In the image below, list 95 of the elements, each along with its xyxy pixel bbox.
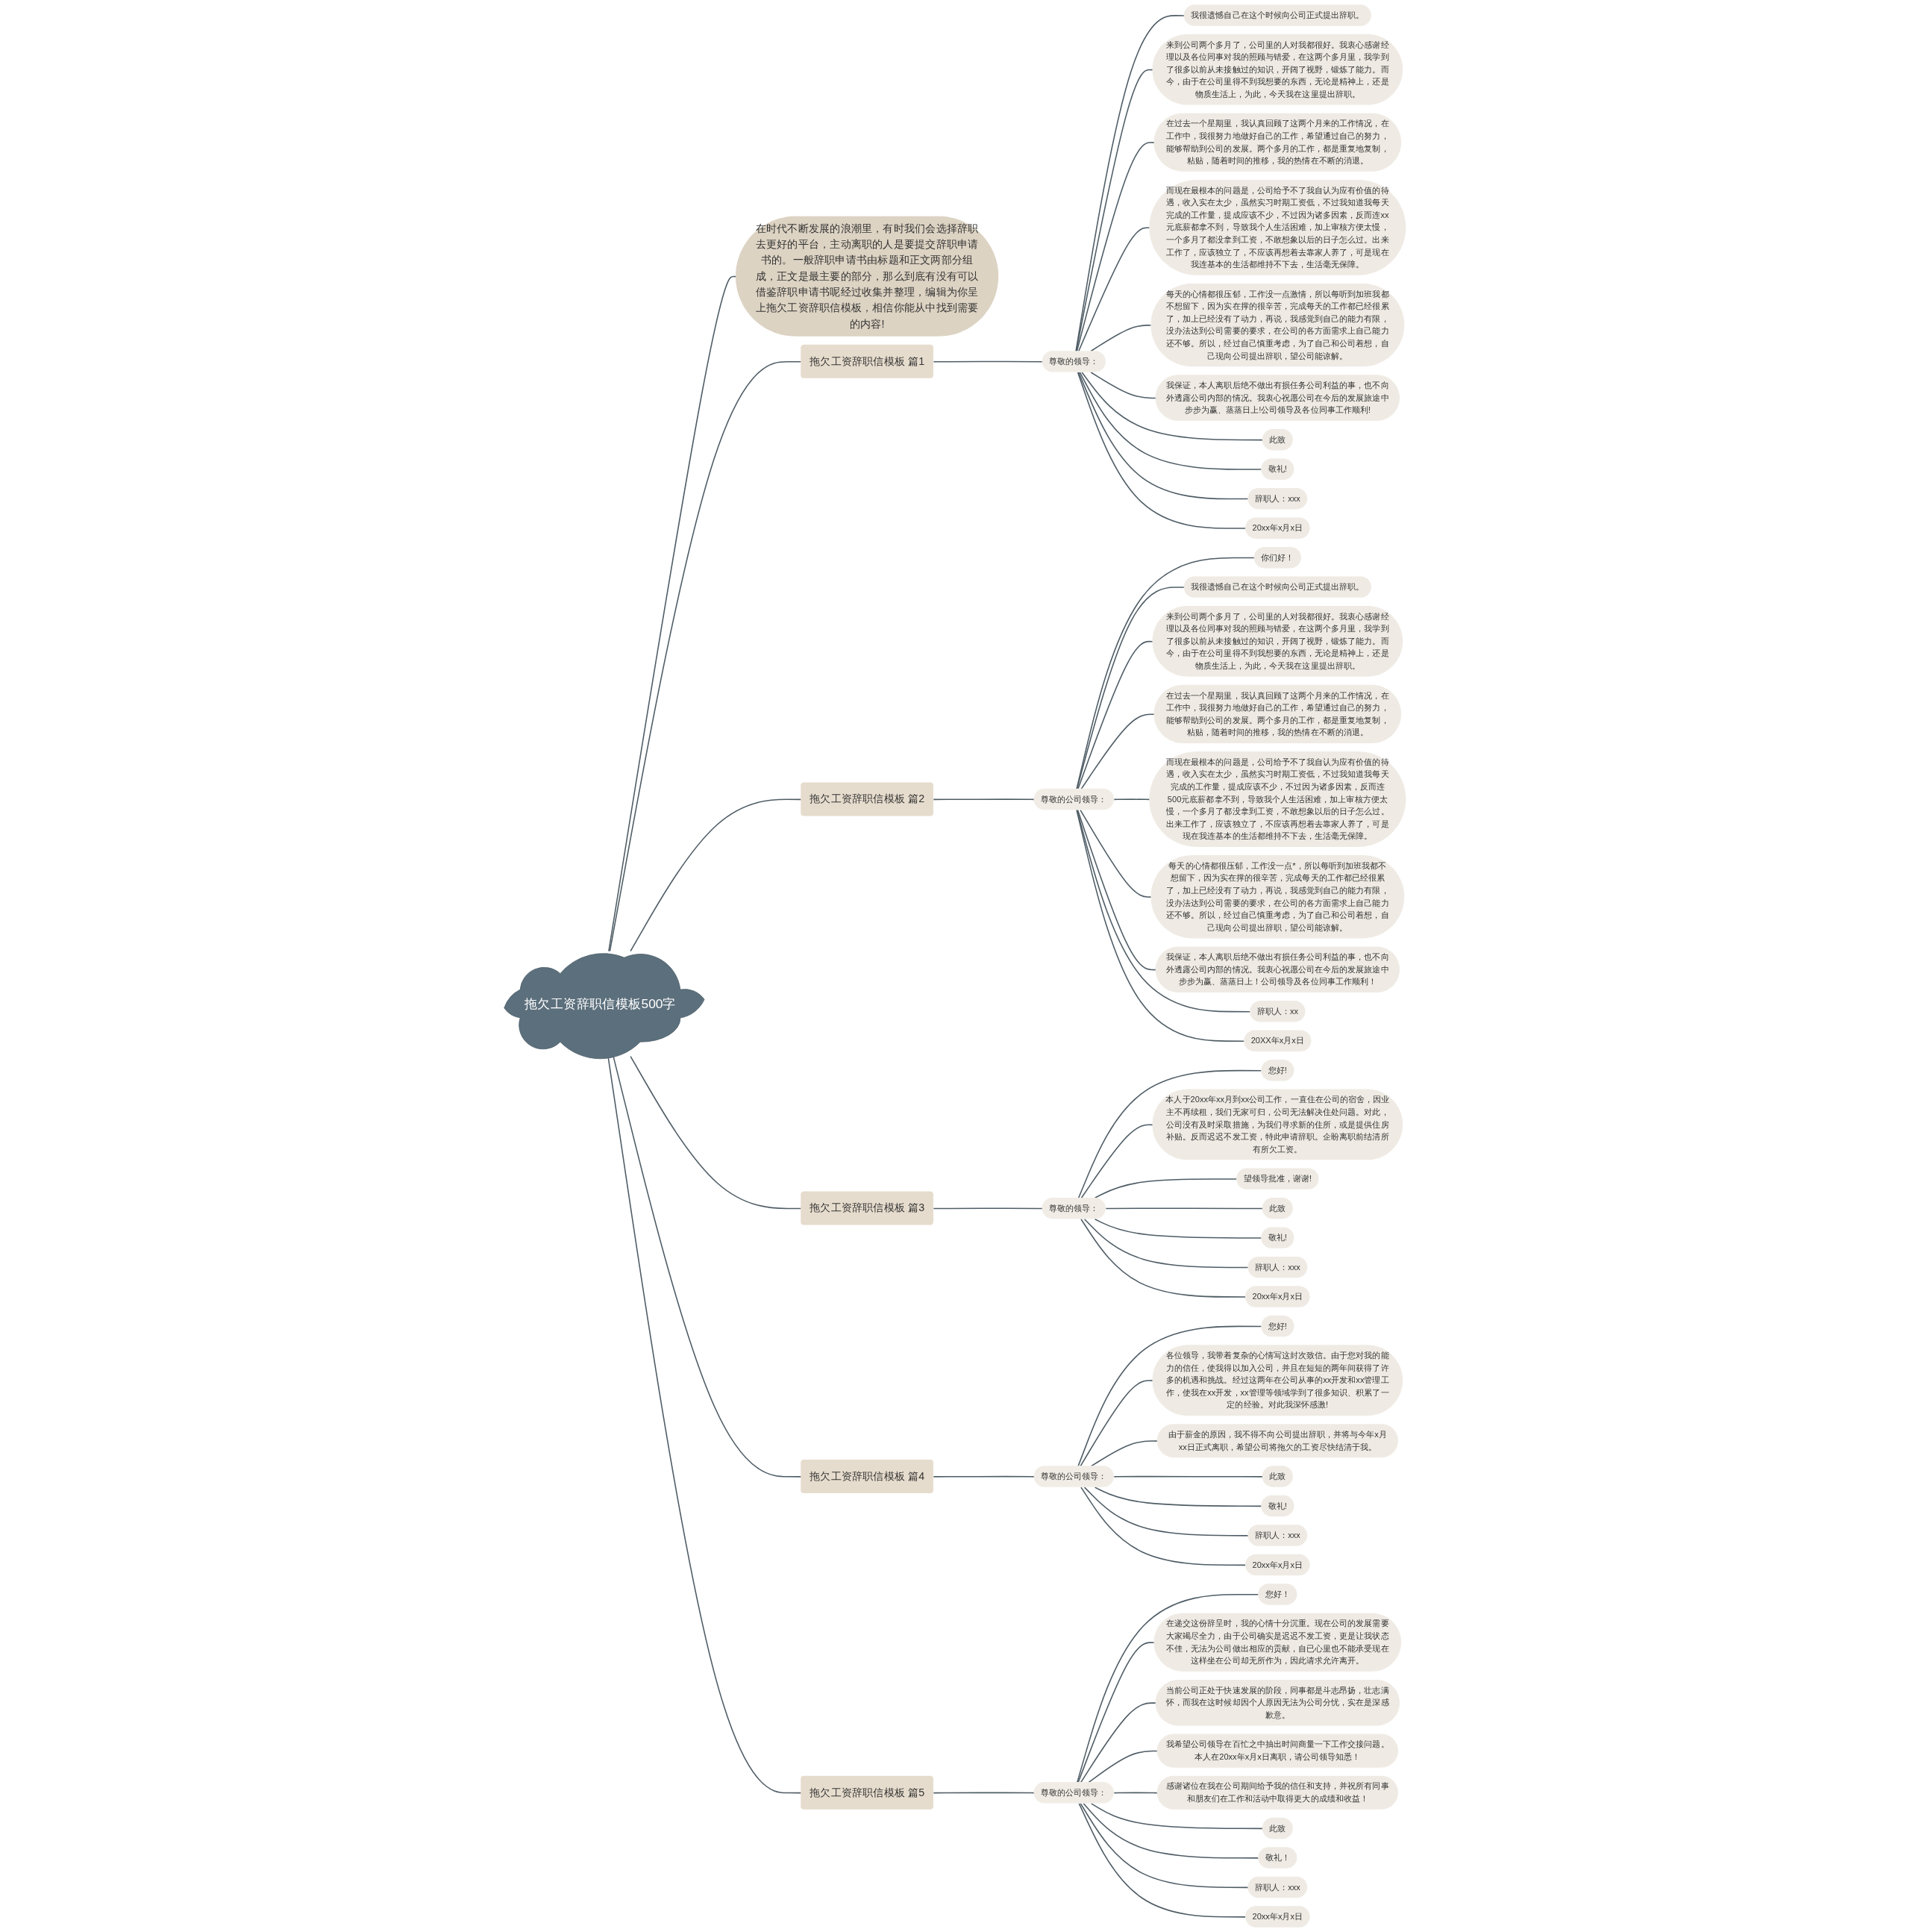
- node-box: 辞职人：xxx: [1247, 1876, 1308, 1898]
- node-box: 拖欠工资辞职信模板 篇1: [801, 344, 933, 378]
- node-box: 我很遗憾自己在这个时候向公司正式提出辞职。: [1183, 576, 1371, 598]
- node-box: 尊敬的公司领导：: [1033, 788, 1114, 810]
- node-box: 每天的心情都很压郁，工作没一点激情，所以每听到加班我都不想留下，因为实在撑的很辛苦，完成每天的工作都已经很累了，加上已经没有了动力，再说，我感觉到自己的能力有限，没办法达到公司需要的要求，在公司的各方面需求上自己能力还不够。所以，经过自己慎重考虑，为了自己和公司着想，自己现向公司提出辞职，望公司能谅解。: [1150, 283, 1405, 367]
- connector: [1105, 1207, 1263, 1210]
- node-box: 我很遗憾自己在这个时候向公司正式提出辞职。: [1183, 4, 1371, 26]
- connector: [1094, 1486, 1262, 1507]
- node-box: 来到公司两个多月了，公司里的人对我都很好。我衷心感谢经理以及各位同事对我的照顾与错爱，在这两个多月里，我学到了很多以前从未接触过的知识，开阔了视野，锻炼了能力。而今，由于在公司里得不到我想要的东西，无论是精神上，还是物质生活上，为此，今天我在这里提出辞职。: [1152, 605, 1403, 677]
- node-box: 辞职人：xxx: [1247, 487, 1308, 510]
- connector: [609, 360, 802, 952]
- node-box: 20xx年x月x日: [1245, 517, 1310, 539]
- connector: [1077, 640, 1153, 790]
- node-box: 拖欠工资辞职信模板 篇3: [801, 1191, 933, 1225]
- node-box: 20XX年x月x日: [1244, 1030, 1312, 1051]
- node-box: 拖欠工资辞职信模板 篇2: [801, 782, 933, 816]
- connector: [1077, 809, 1156, 971]
- connector: [1080, 1702, 1156, 1783]
- node-box: 望领导批准，谢谢!: [1236, 1168, 1319, 1189]
- node-box: 我希望公司领导在百忙之中抽出时间商量一下工作交接问题。本人在20xx年x月x日离职，请公司领导知悉！: [1156, 1734, 1398, 1768]
- connector: [1076, 809, 1251, 1013]
- connector: [1113, 1475, 1263, 1478]
- node-box: 辞职人：xx: [1250, 1001, 1306, 1022]
- node-box: 当前公司正处于快速发展的阶段，同事都是斗志昂扬，壮志满怀，而我在这时候却因个人原因无法为公司分忧，实在是深感歉意。: [1155, 1679, 1400, 1726]
- node-box: 各位领导，我带着复杂的心情写这封次致信。由于您对我的能力的信任，使我得以加入公司，并且在短短的两年间获得了许多的机遇和挑战。经过这两年在公司从事的xx开发和xx管理工作，使我在xx开发，xx管理等领域学到了很多知识、积累了一定的经验。对此我深怀感激!: [1152, 1345, 1403, 1416]
- connector: [1113, 1792, 1158, 1794]
- node-box: 辞职人：xxx: [1247, 1256, 1308, 1278]
- node-box: 而现在最根本的问题是，公司给予不了我自认为应有价值的待遇，收入实在太少，虽然实习时期工资低，不过我知道我每天完成的工作量，提成应该不少，不过因为诸多因素，反而连xx元底薪都拿不到，导致我个人生活困难，加上审核方便太慢，一个多月了都没拿到工资，不敢想象以后的日子怎么过。出来工作了，应该独立了，不应该再想着去靠家人养了，可是现在我连基本的生活都维持不下去，生活毫无保障。: [1149, 179, 1406, 275]
- connector: [933, 1475, 1035, 1478]
- node-box: 尊敬的领导：: [1042, 351, 1106, 372]
- node-box: 在过去一个星期里，我认真回顾了这两个月来的工作情况，在工作中，我很努力地做好自己的工作，希望通过自己的努力，能够帮助到公司的发展。两个多月的工作，都是重复地复制，粘贴，随着时间的推移，我的热情在不断的消退。: [1153, 113, 1402, 172]
- connector: [1079, 372, 1262, 470]
- node-box: 尊敬的公司领导：: [1033, 1466, 1114, 1487]
- connector: [1078, 1803, 1247, 1918]
- connector: [1080, 713, 1155, 790]
- connector: [1077, 1069, 1262, 1199]
- connector: [630, 1055, 802, 1210]
- connector: [1080, 1803, 1249, 1889]
- connector: [607, 1055, 802, 1794]
- connector: [1088, 1750, 1158, 1783]
- node-box: 每天的心情都很压郁，工作没一点*，所以每听到加班我都不想留下，因为实在撑的很辛苦，完成每天的工作都已经很累了，加上已经没有了动力，再说，我感觉到自己的能力有限，没办法达到公司需要的要求，在公司的各方面需求上自己能力还不够。所以，经过自己慎重考虑，为了自己和公司着想，自己现向公司提出辞职，望公司能谅解。: [1150, 855, 1405, 939]
- connector: [1077, 372, 1249, 500]
- connector: [1077, 1325, 1262, 1467]
- node-box: 你们好！: [1253, 546, 1301, 569]
- connector: [1090, 1803, 1263, 1830]
- connector: [1075, 69, 1153, 352]
- connector: [1081, 372, 1263, 441]
- connector: [1083, 1803, 1259, 1859]
- connector: [1094, 1178, 1238, 1199]
- connector: [1076, 142, 1155, 352]
- node-box: 在过去一个星期里，我认真回顾了这两个月来的工作情况，在工作中，我很努力地做好自己的工作，希望通过自己的努力，能够帮助到公司的发展。两个多月的工作，都是重复地复制，粘贴，随着时间的推移，我的热情在不断的消退。: [1153, 684, 1402, 743]
- connector: [933, 1207, 1043, 1210]
- connector: [1077, 1594, 1259, 1783]
- node-box: 我保证，本人离职后绝不做出有损任务公司利益的事，也不向外透露公司内部的情况。我衷心祝愿公司在今后的发展旅途中步步为赢、蒸蒸日上!公司领导及各位同事工作顺利!: [1155, 375, 1400, 421]
- connector: [1080, 1486, 1247, 1566]
- connector: [1080, 1380, 1153, 1467]
- connector: [1090, 372, 1156, 399]
- connector: [1090, 1440, 1158, 1467]
- connector: [1076, 587, 1185, 790]
- connector: [1090, 325, 1152, 352]
- connector: [1078, 227, 1150, 352]
- connector: [933, 1792, 1035, 1794]
- connector: [1080, 1124, 1153, 1199]
- node-box: 而现在最根本的问题是，公司给予不了我自认为应有价值的待遇，收入实在太少，虽然实习时期工资低，不过我知道我每天完成的工作量，提成应该不少，不过因为诸多因素，反而连500元底薪都拿不到，导致我个人生活困难，加上审核方便太慢，一个多月了都没拿到工资，不敢想象以后的日子怎么过。出来工作了，应该独立了，不应该再想着去靠家人养了，可是现在我连基本的生活都维持不下去，生活毫无保障。: [1149, 751, 1406, 847]
- connector: [933, 798, 1035, 801]
- node-box: 在递交这份辞呈时，我的心情十分沉重。现在公司的发展需要大家竭尽全力，由于公司确实是迟迟不发工资，更是让我状态不佳，无法为公司做出相应的贡献，自已心里也不能承受现在这样坐在公司却无所作为，因此请求允许离开。: [1153, 1613, 1402, 1672]
- connector: [1094, 1218, 1262, 1239]
- connector: [1076, 809, 1245, 1042]
- node-box: 拖欠工资辞职信模板 篇5: [801, 1775, 933, 1810]
- node-box: 20xx年x月x日: [1245, 1554, 1310, 1576]
- node-box: 20xx年x月x日: [1245, 1286, 1310, 1307]
- node-box: 本人于20xx年xx月到xx公司工作，一直住在公司的宿舍，因业主不再续租，我们无家可归，公司无法解决住处问题。对此，公司没有及时采取措施，为我们寻求新的住所，或是提供住房补贴。反而迟迟不发工资，特此申请辞职。企盼离职前结清所有所欠工资。: [1152, 1089, 1403, 1160]
- connector: [933, 360, 1043, 363]
- node-box: 20xx年x月x日: [1245, 1906, 1310, 1928]
- connector: [1080, 809, 1152, 898]
- node-box: 尊敬的领导：: [1042, 1197, 1106, 1219]
- node-box: 尊敬的公司领导：: [1033, 1782, 1114, 1804]
- node-box: 拖欠工资辞职信模板 篇4: [801, 1459, 933, 1493]
- connector: [608, 275, 737, 952]
- connector: [1083, 1218, 1249, 1269]
- connector: [1077, 372, 1247, 529]
- connector: [1075, 15, 1185, 352]
- node-box: 感谢诸位在我在公司期间给予我的信任和支持，并祝所有同事和朋友们在工作和活动中取得更大的成绩和收益！: [1156, 1775, 1398, 1810]
- node-box: 辞职人：xxx: [1247, 1525, 1308, 1546]
- node-box: 来到公司两个多月了，公司里的人对我都很好。我衷心感谢经理以及各位同事对我的照顾与错爱，在这两个多月里，我学到了很多以前从未接触过的知识，开阔了视野，锻炼了能力。而今，由于在公司里得不到我想要的东西，无论是精神上，还是物质生活上，为此，今天我在这里提出辞职。: [1152, 34, 1403, 105]
- node-box: 由于薪金的原因，我不得不向公司提出辞职，并将与今年x月xx日正式离职，希望公司将拖欠的工资尽快结清于我。: [1156, 1424, 1398, 1458]
- connector: [1113, 798, 1150, 801]
- connector: [1077, 1642, 1155, 1783]
- connector: [630, 798, 802, 952]
- connector: [613, 1055, 802, 1478]
- node-box: 我保证，本人离职后绝不做出有损任务公司利益的事，也不向外透露公司内部的情况。我衷心祝愿公司在今后的发展旅途中步步为赢、蒸蒸日上！公司领导及各位同事工作顺利！: [1155, 946, 1400, 993]
- connector: [1080, 1218, 1247, 1298]
- node-box: 在时代不断发展的浪潮里，有时我们会选择辞职去更好的平台，主动离职的人是要提交辞职申请书的。一般辞职申请书由标题和正文两部分组成，正文是最主要的部分，那么到底有没有可以借鉴辞职申请书呢经过收集并整理，编辑为你呈上拖欠工资辞职信模板，相信你能从中找到需要的内容!: [736, 216, 999, 337]
- connector: [1083, 1486, 1249, 1536]
- connector: [1076, 557, 1255, 790]
